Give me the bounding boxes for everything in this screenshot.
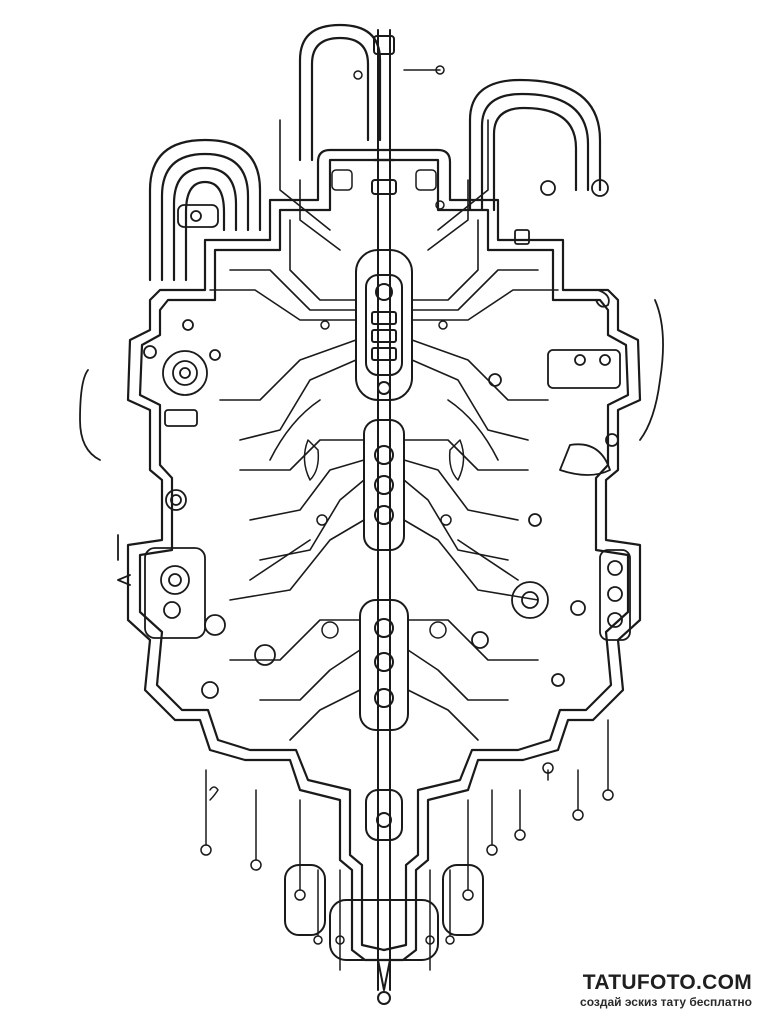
center-details (303, 65, 465, 639)
left-traces (209, 119, 365, 741)
watermark-subtitle: создай эскиз тату бесплатно (580, 995, 752, 1009)
board-outline (126, 148, 642, 962)
tatufoto-watermark: TATUFOTO.COM создай эскиз тату бесплатно (580, 971, 752, 1010)
right-traces (403, 119, 559, 741)
left-components (79, 204, 276, 699)
hanging-wires (200, 719, 614, 971)
top-loops (148, 23, 602, 282)
bottom-capsule (284, 864, 484, 961)
right-components (471, 179, 664, 687)
watermark-title: TATUFOTO.COM (582, 971, 752, 994)
central-spine (355, 29, 413, 1005)
